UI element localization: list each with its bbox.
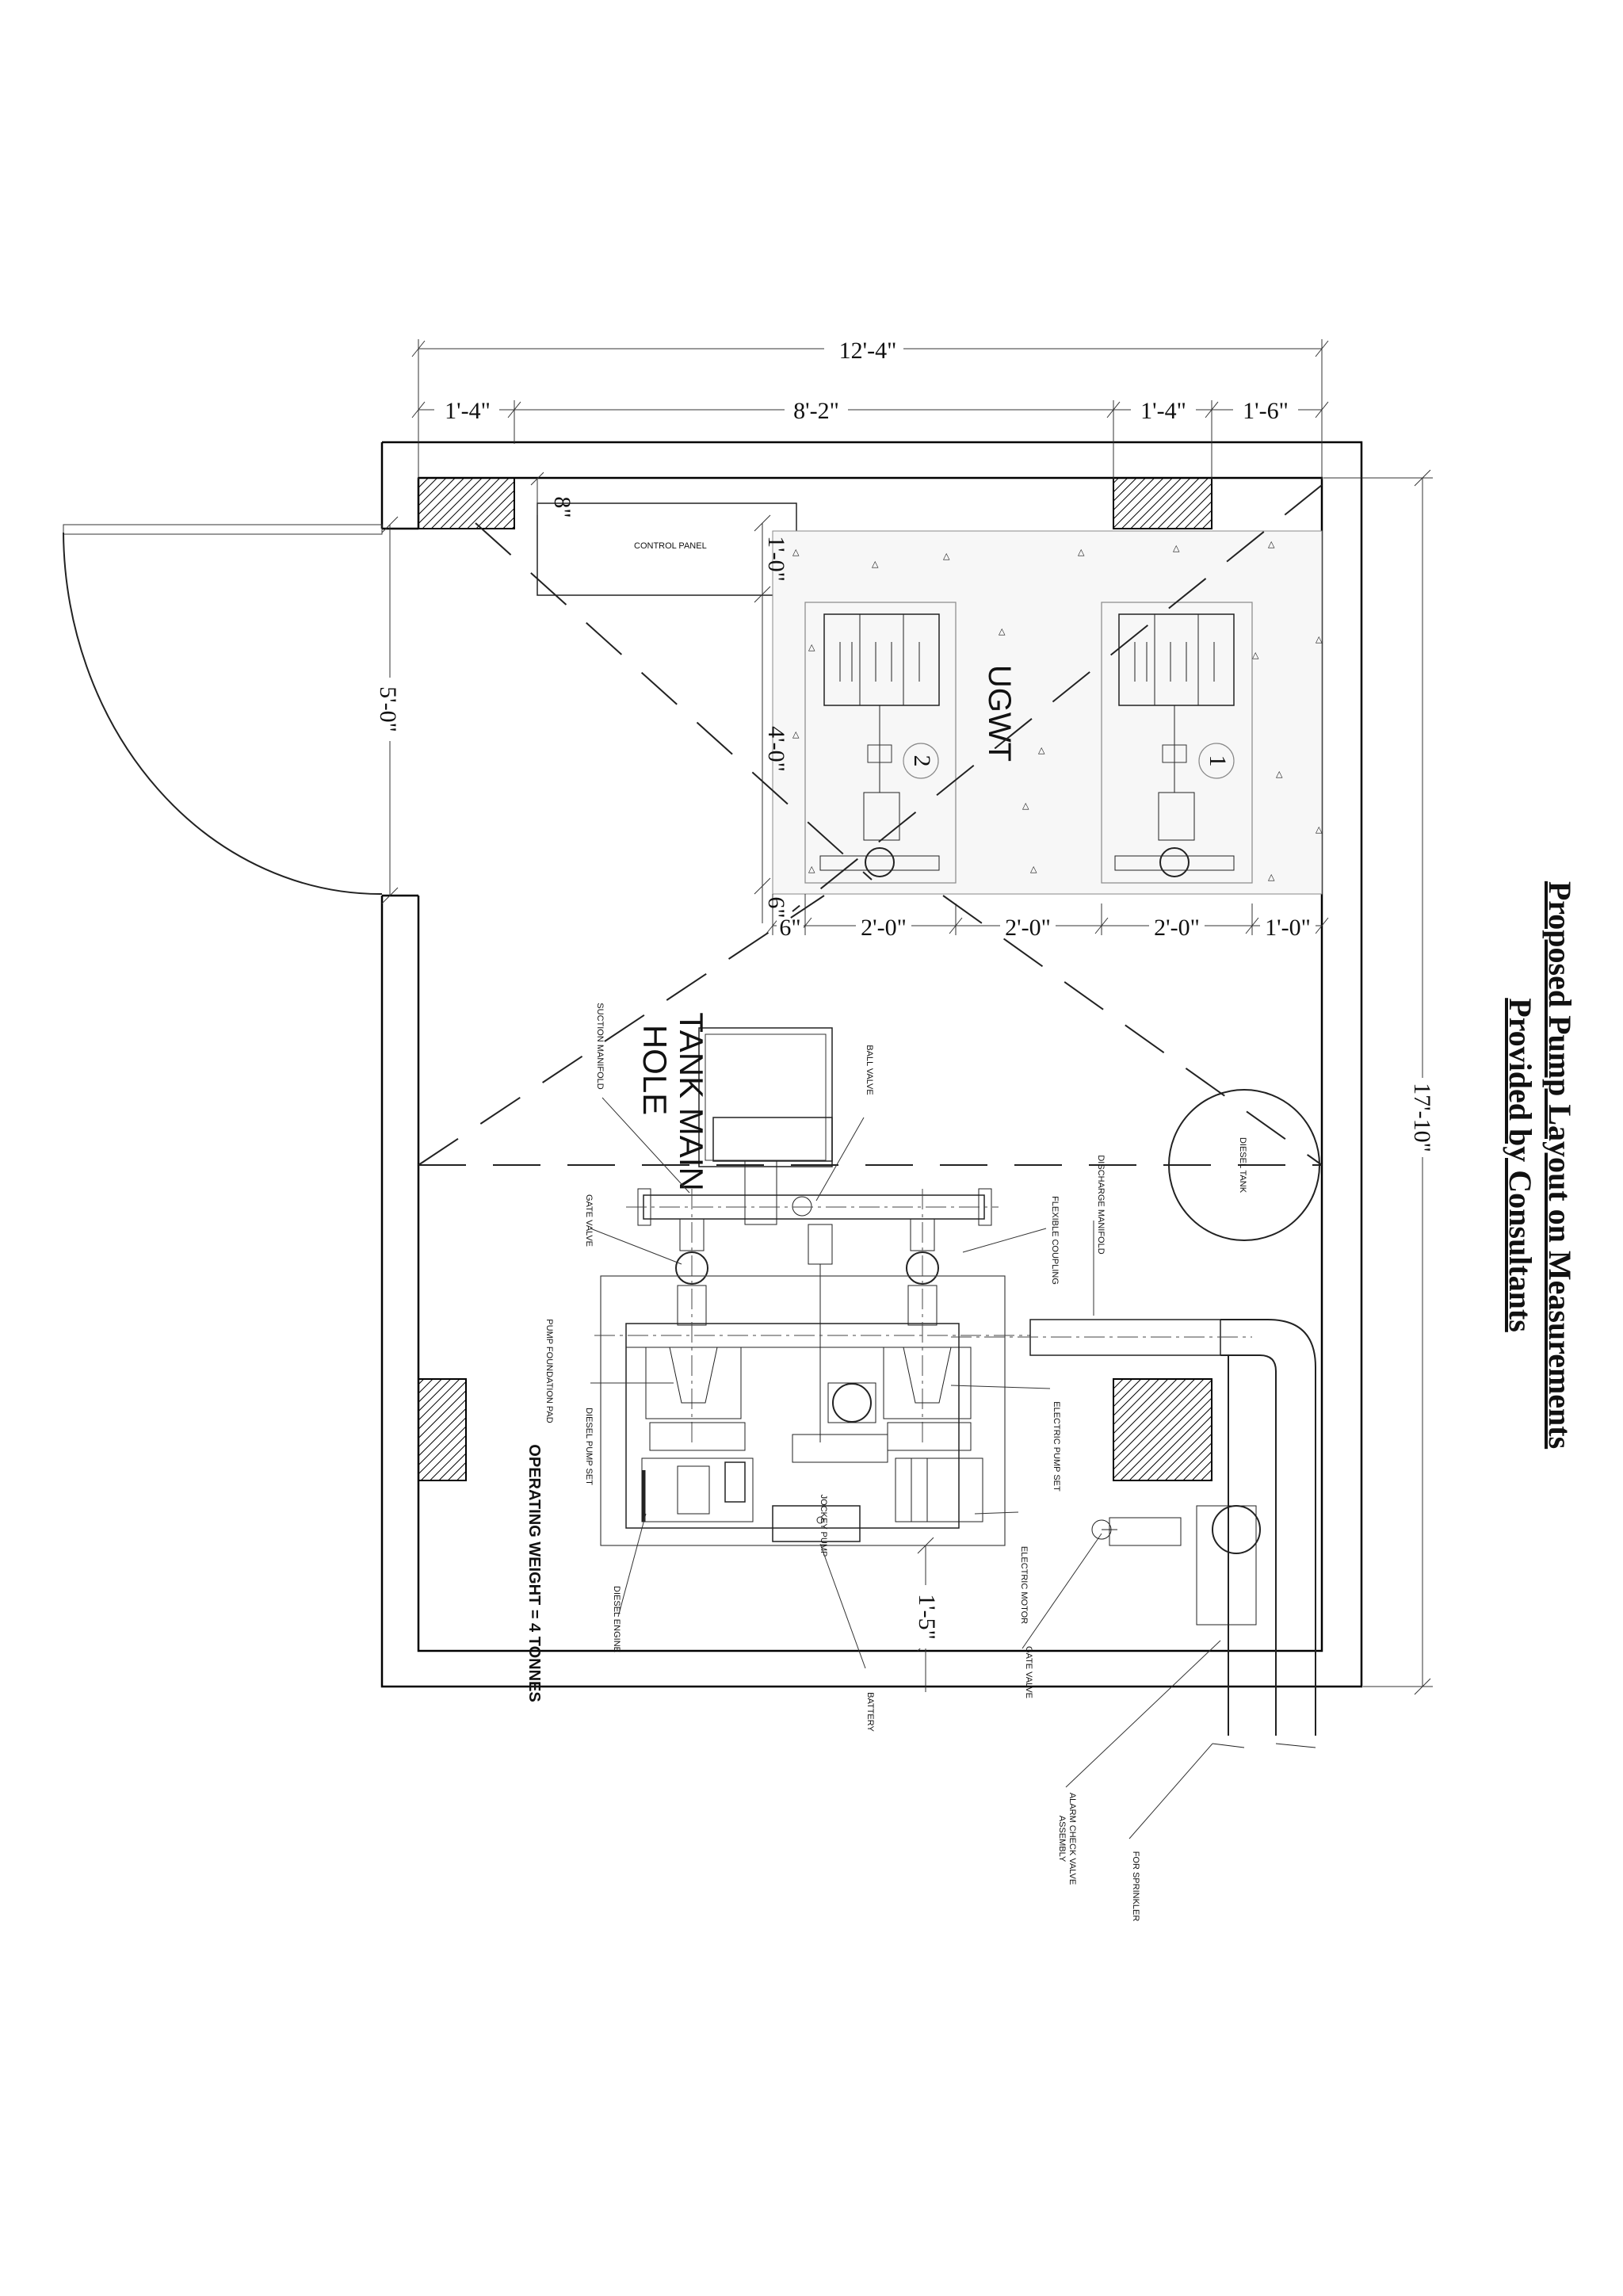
ugwt-label: UGWT bbox=[982, 665, 1017, 762]
flexible-coupling-label: FLEXIBLE COUPLING bbox=[1050, 1196, 1060, 1285]
dim-tank-bottom: 6" bbox=[763, 896, 789, 918]
svg-text:△: △ bbox=[999, 627, 1006, 636]
svg-text:△: △ bbox=[1316, 635, 1323, 644]
alarm-check-valve-line-1: ALARM CHECK VALVE bbox=[1067, 1793, 1077, 1885]
svg-text:△: △ bbox=[792, 730, 800, 739]
title-line-1: Proposed Pump Layout on Measurements bbox=[1542, 881, 1578, 1449]
svg-text:△: △ bbox=[872, 560, 879, 569]
svg-text:△: △ bbox=[1252, 651, 1259, 660]
control-panel-label: CONTROL PANEL bbox=[634, 541, 707, 551]
drawing-title: Proposed Pump Layout on Measurements bbox=[1542, 881, 1578, 1449]
svg-text:△: △ bbox=[808, 643, 815, 652]
dim-bay-left-margin: 6" bbox=[779, 915, 800, 941]
svg-text:△: △ bbox=[1078, 548, 1085, 557]
pump-1-number: 1 bbox=[1205, 755, 1231, 767]
dim-bay-3: 2'-0" bbox=[1154, 915, 1200, 941]
operating-weight-note: OPERATING WEIGHT = 4 TONNES bbox=[525, 1444, 543, 1702]
svg-text:△: △ bbox=[1022, 801, 1029, 811]
operating-weight-label: OPERATING WEIGHT = 4 TONNES bbox=[525, 1444, 543, 1702]
diesel-engine-label: DIESEL ENGINE bbox=[612, 1586, 621, 1652]
door bbox=[63, 524, 383, 896]
dim-pad-clearance: 1'-5" bbox=[914, 1594, 940, 1640]
pad-clearance-dimension: 1'-5" bbox=[913, 1537, 940, 1692]
for-sprinkler-label: FOR SPRINKLER bbox=[1131, 1851, 1140, 1922]
discharge-manifold-label: DISCHARGE MANIFOLD bbox=[1096, 1155, 1106, 1254]
svg-text:△: △ bbox=[1030, 865, 1037, 874]
svg-text:△: △ bbox=[808, 865, 815, 874]
svg-text:△: △ bbox=[1038, 746, 1045, 755]
gate-valve-left-label: GATE VALVE bbox=[584, 1194, 594, 1247]
svg-text:△: △ bbox=[1316, 825, 1323, 835]
pump-foundation-pad-label: PUMP FOUNDATION PAD bbox=[544, 1319, 554, 1423]
tank-manhole-line-2: HOLE bbox=[636, 1025, 674, 1115]
dim-tank-top: 1'-0" bbox=[763, 536, 789, 582]
callouts: SUCTION MANIFOLD BALL VALVE GATE VALVE F… bbox=[544, 1003, 1221, 1922]
suction-manifold bbox=[626, 1117, 999, 1442]
discharge-piping bbox=[951, 1319, 1316, 1748]
tank-manhole: TANK MAIN HOLE bbox=[636, 1012, 833, 1191]
dim-seg-3: 1'-4" bbox=[1140, 398, 1186, 424]
top-dimensions: 12'-4" 1'-4" 8'-2" 1'-4" 1'-6" bbox=[411, 333, 1329, 479]
dim-bay-2: 2'-0" bbox=[1005, 915, 1051, 941]
jockey-pump-label: JOCKEY PUMP bbox=[819, 1495, 828, 1557]
tank-manhole-line-1: TANK MAIN bbox=[673, 1012, 710, 1191]
dim-seg-2: 8'-2" bbox=[793, 398, 839, 424]
diesel-pump-set-label: DIESEL PUMP SET bbox=[584, 1408, 594, 1485]
ball-valve-label: BALL VALVE bbox=[865, 1045, 874, 1095]
diesel-tank: DIESEL TANK bbox=[1168, 1089, 1320, 1241]
ugwt-area: △ △ △ △ △ △ △ △ △ △ △ △ △ △ △ △ △ △ 2 bbox=[772, 530, 1323, 895]
electric-pump-set-label: ELECTRIC PUMP SET bbox=[1052, 1401, 1061, 1492]
dim-bay-right-margin: 1'-0" bbox=[1265, 915, 1311, 941]
title-line-2: Provided by Consultants bbox=[1503, 998, 1538, 1332]
battery-label: BATTERY bbox=[865, 1692, 875, 1732]
svg-text:△: △ bbox=[1268, 873, 1275, 882]
pump-2-number: 2 bbox=[909, 755, 935, 767]
ugwt-dimensions: 6" 2'-0" 2'-0" 2'-0" 1'-0" 1'-0" 4'-0" 6… bbox=[754, 514, 1329, 941]
electric-motor-label: ELECTRIC MOTOR bbox=[1019, 1546, 1029, 1624]
alarm-check-valve-line-2: ASSEMBLY bbox=[1057, 1816, 1067, 1862]
dim-panel-offset: 8" bbox=[549, 496, 575, 518]
svg-text:△: △ bbox=[792, 548, 800, 557]
gate-valve-right-label: GATE VALVE bbox=[1024, 1646, 1033, 1698]
svg-text:△: △ bbox=[943, 552, 950, 561]
dim-overall-width: 12'-4" bbox=[839, 338, 897, 364]
svg-text:△: △ bbox=[1173, 544, 1180, 553]
ugwt-pump-2: 2 bbox=[804, 602, 957, 884]
svg-text:△: △ bbox=[1268, 540, 1275, 549]
dim-seg-4: 1'-6" bbox=[1243, 398, 1289, 424]
ugwt-pump-1: 1 bbox=[1101, 602, 1253, 884]
dashed-lines bbox=[418, 484, 1323, 1166]
dim-tank-depth: 4'-0" bbox=[763, 726, 789, 772]
svg-text:△: △ bbox=[1276, 770, 1283, 779]
suction-manifold-label: SUCTION MANIFOLD bbox=[595, 1003, 605, 1089]
dim-bay-1: 2'-0" bbox=[861, 915, 907, 941]
dim-door-opening: 5'-0" bbox=[375, 686, 401, 732]
dim-seg-1: 1'-4" bbox=[445, 398, 491, 424]
dim-overall-height: 17'-10" bbox=[1409, 1083, 1435, 1152]
columns bbox=[418, 477, 1212, 1481]
diesel-tank-label: DIESEL TANK bbox=[1238, 1137, 1247, 1194]
drawing-subtitle: Provided by Consultants bbox=[1503, 998, 1538, 1332]
control-panel: CONTROL PANEL 8" bbox=[530, 472, 797, 596]
right-dimension: 17'-10" bbox=[1323, 469, 1438, 1695]
pump-foundation bbox=[594, 1189, 1030, 1546]
door-dimension: 5'-0" bbox=[374, 516, 406, 904]
